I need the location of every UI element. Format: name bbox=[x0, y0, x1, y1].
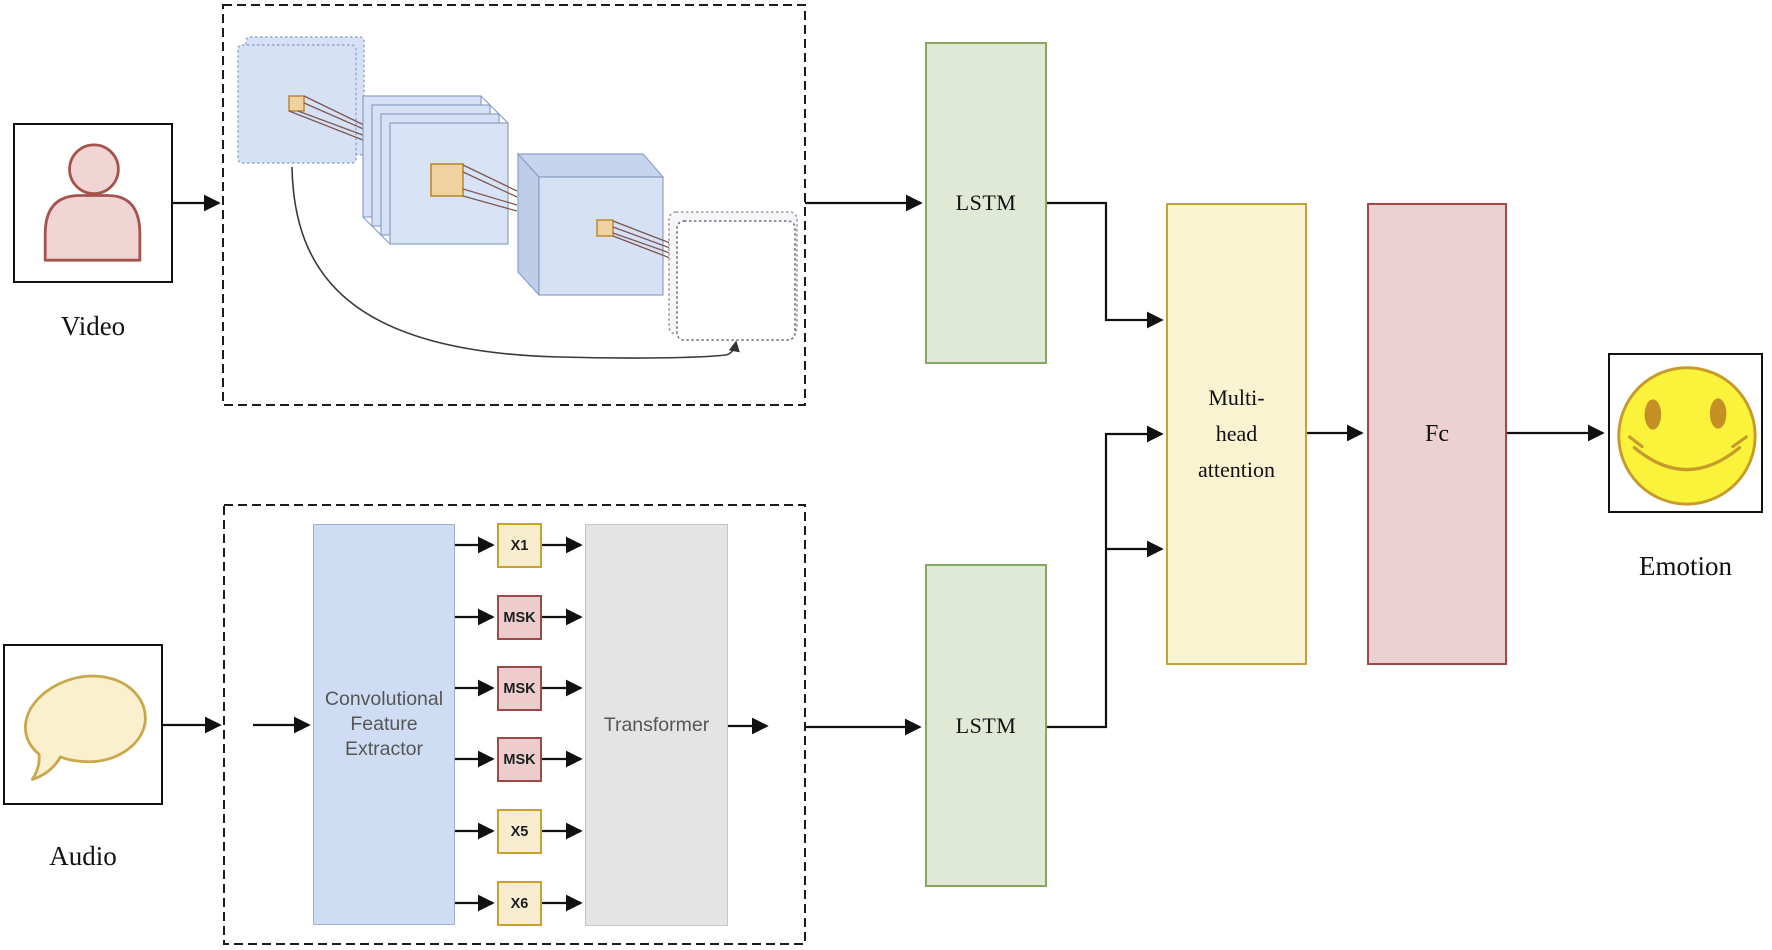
video-lstm-box: LSTM bbox=[925, 42, 1047, 364]
cnn-kernel-2 bbox=[430, 163, 518, 212]
emotion-output-box bbox=[1608, 353, 1763, 513]
person-icon bbox=[43, 143, 142, 262]
video-label: Video bbox=[60, 310, 126, 341]
arrow-audio-lstm-to-attention bbox=[1047, 425, 1164, 729]
token-msk-1: MSK bbox=[497, 595, 542, 640]
arrow-video-lstm-to-attention bbox=[1047, 201, 1164, 329]
transformer-box: Transformer bbox=[585, 524, 728, 926]
cnn-output-frame bbox=[668, 211, 798, 341]
smiley-face-icon bbox=[1617, 366, 1757, 506]
extractor-line-2: Feature bbox=[350, 713, 418, 735]
token-x1: X1 bbox=[497, 523, 542, 568]
audio-lstm-box: LSTM bbox=[925, 564, 1047, 887]
cnn-kernel-3 bbox=[596, 219, 671, 259]
convolutional-feature-extractor-box: Convolutional Feature Extractor bbox=[313, 524, 455, 925]
cnn-skip-curved-arrow bbox=[291, 166, 740, 359]
multi-head-attention-box: Multi- head attention bbox=[1166, 203, 1307, 665]
attention-line-1: Multi- bbox=[1208, 385, 1265, 410]
extractor-line-1: Convolutional bbox=[324, 688, 444, 710]
cnn-cube bbox=[516, 152, 665, 297]
token-msk-2: MSK bbox=[497, 666, 542, 711]
cnn-kernel-1 bbox=[288, 95, 369, 143]
video-cnn-dashed-box bbox=[222, 4, 806, 406]
token-x5: X5 bbox=[497, 809, 542, 854]
emotion-label: Emotion bbox=[1639, 550, 1732, 581]
audio-input-box bbox=[3, 644, 163, 805]
attention-line-3: attention bbox=[1198, 457, 1275, 482]
extractor-line-3: Extractor bbox=[344, 738, 423, 760]
video-input-box bbox=[13, 123, 173, 283]
token-x6: X6 bbox=[497, 881, 542, 926]
audio-feature-dashed-box bbox=[223, 504, 806, 945]
token-msk-3: MSK bbox=[497, 737, 542, 782]
attention-line-2: head bbox=[1215, 421, 1258, 446]
speech-bubble-icon bbox=[24, 674, 147, 781]
token-arrows bbox=[455, 536, 583, 912]
fc-box: Fc bbox=[1367, 203, 1507, 665]
audio-label: Audio bbox=[49, 840, 117, 871]
